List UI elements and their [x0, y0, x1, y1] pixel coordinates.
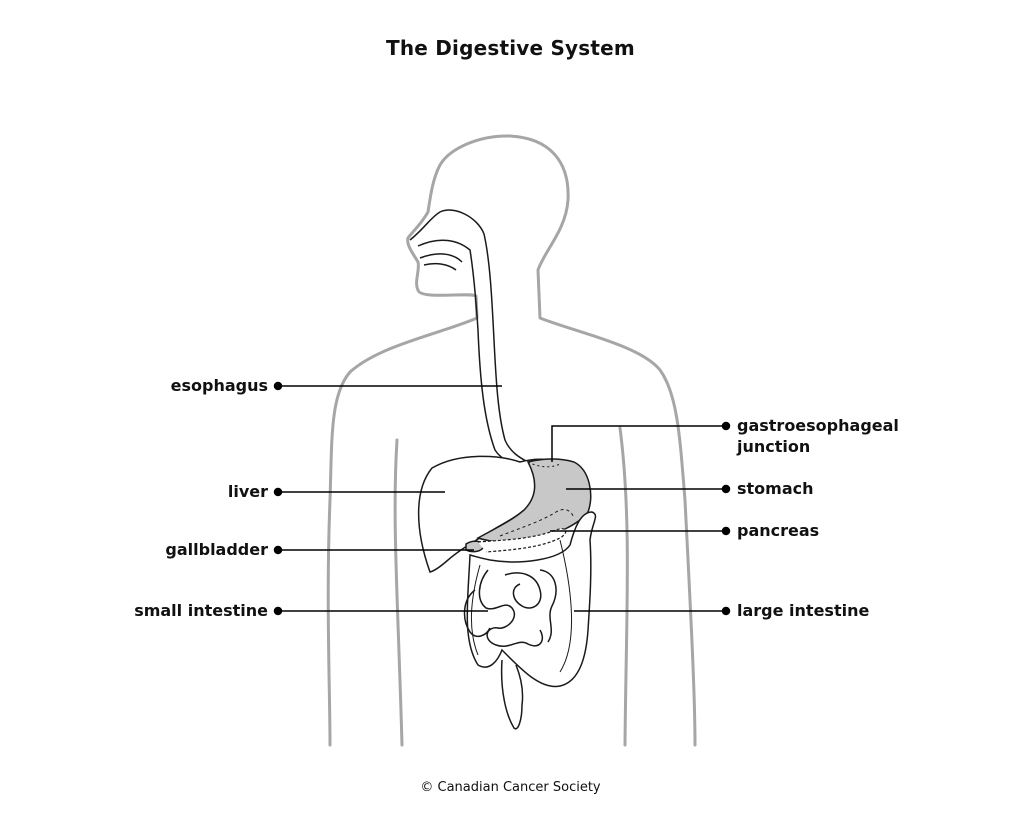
label-large-intestine: large intestine [737, 601, 870, 620]
leader-lines [273, 381, 731, 616]
label-stomach: stomach [737, 479, 814, 498]
label-gastroesophageal-line1: gastroesophageal [737, 416, 899, 435]
esophagus [409, 209, 529, 467]
label-esophagus: esophagus [170, 376, 268, 395]
label-gastroesophageal-line2: junction [737, 437, 811, 456]
label-pancreas: pancreas [737, 521, 820, 540]
small-intestine [463, 569, 557, 647]
label-gallbladder: gallbladder [165, 540, 268, 559]
rectum [500, 659, 524, 730]
label-liver: liver [227, 482, 268, 501]
label-small-intestine: small intestine [134, 601, 268, 620]
label-gastroesophageal-junction: gastroesophageal junction [737, 415, 899, 457]
pancreas [477, 528, 567, 553]
copyright-credit: © Canadian Cancer Society [420, 780, 601, 795]
diagram-title: The Digestive System [386, 36, 635, 60]
